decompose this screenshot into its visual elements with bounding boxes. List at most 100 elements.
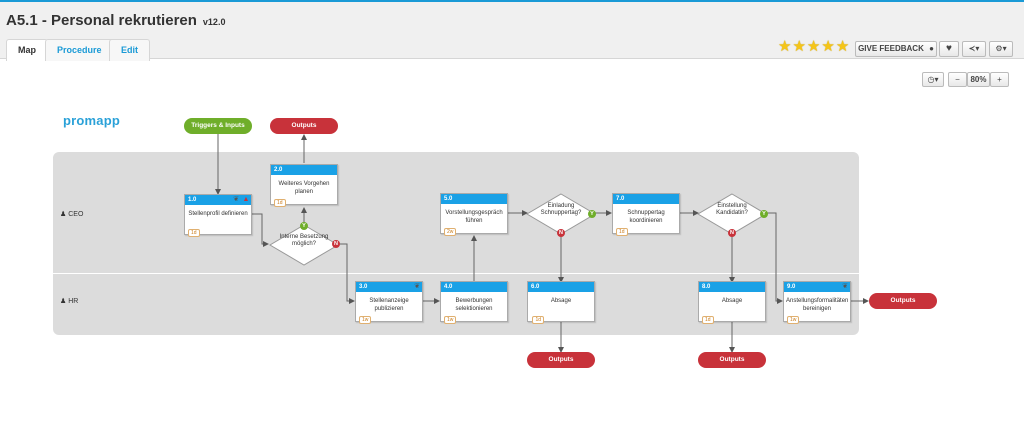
zoom-in-icon: + — [997, 75, 1002, 84]
give-feedback-label: GIVE FEEDBACK — [858, 44, 924, 53]
activity-number: 4.0 — [444, 284, 453, 290]
pill-label: Triggers & Inputs — [191, 122, 245, 129]
activity-text: Vorstellungsgespräch führen — [445, 210, 503, 224]
activity-text: Stellenanzeige publizieren — [369, 298, 409, 312]
page-header: A5.1 - Personal rekrutieren v12.0 Map Pro… — [0, 2, 1024, 61]
activity-text: Bewerbungen selektionieren — [455, 298, 493, 312]
tab-label: Map — [18, 45, 36, 55]
give-feedback-button[interactable]: GIVE FEEDBACK ● — [855, 41, 937, 57]
duration-badge: 1w — [787, 316, 800, 324]
yes-badge: Y — [300, 222, 308, 230]
no-badge: N — [728, 229, 736, 237]
version-badge: v12.0 — [202, 17, 226, 27]
triggers-inputs-pill[interactable]: Triggers & Inputs — [184, 118, 252, 134]
lane-label-ceo: ♟ CEO — [60, 210, 83, 218]
duration-badge: 1d — [188, 229, 200, 237]
process-title: A5.1 - Personal rekrutieren — [6, 12, 197, 29]
activity-text: Absage — [550, 298, 572, 304]
pill-label: Outputs — [890, 297, 916, 304]
duration-badge: 1d — [532, 316, 544, 324]
tab-label: Edit — [121, 45, 138, 55]
decision-1-label: Interne Besetzung möglich? — [279, 234, 329, 247]
activity-number: 6.0 — [531, 284, 540, 290]
settings-button[interactable]: ⚙▾ — [989, 41, 1013, 57]
outputs-pill-top[interactable]: Outputs — [270, 118, 338, 134]
activity-number: 1.0 — [188, 197, 197, 203]
history-button[interactable]: ◷▾ — [922, 72, 944, 87]
activity-text: Stellenprofil definieren — [188, 211, 248, 217]
activity-9[interactable]: 9.0 ❦ Anstellungsformalitäten bereinigen… — [783, 281, 851, 324]
activity-text: Absage — [721, 298, 743, 304]
attachment-icon: ❦ — [233, 196, 239, 203]
activity-number: 2.0 — [274, 167, 283, 173]
process-map-canvas: ◷▾ − 80% + promapp ♟ CEO ♟ HR — [0, 60, 1024, 424]
attachment-icon: ❦ — [842, 283, 848, 290]
activity-text: Weiteres Vorgehen planen — [278, 181, 330, 195]
duration-badge: 2w — [444, 228, 457, 236]
activity-2[interactable]: 2.0 Weiteres Vorgehen planen 1d — [270, 164, 338, 207]
top-accent-line — [0, 0, 1024, 2]
outputs-pill-end[interactable]: Outputs — [869, 293, 937, 309]
zoom-level: 80% — [967, 72, 990, 87]
pill-label: Outputs — [719, 356, 745, 363]
yes-badge: Y — [760, 210, 768, 218]
share-icon: ≺▾ — [968, 44, 980, 53]
zoom-out-button[interactable]: − — [948, 72, 967, 87]
activity-text: Anstellungsformalitäten bereinigen — [786, 298, 849, 312]
duration-badge: 1d — [702, 316, 714, 324]
tab-label: Procedure — [57, 45, 102, 55]
activity-3[interactable]: 3.0 ❦ Stellenanzeige publizieren 1w — [355, 281, 423, 324]
star-icon[interactable]: ★ — [806, 38, 821, 55]
pill-label: Outputs — [291, 122, 317, 129]
tab-map[interactable]: Map — [6, 39, 48, 61]
activity-text: Schnuppertag koordinieren — [627, 210, 665, 224]
favorite-button[interactable]: ♥ — [939, 41, 959, 57]
connector-lines — [215, 134, 869, 353]
star-icon[interactable]: ★ — [821, 38, 835, 55]
activity-8[interactable]: 8.0 Absage 1d — [698, 281, 766, 324]
duration-badge: 1d — [274, 199, 286, 207]
tab-procedure[interactable]: Procedure — [45, 39, 114, 61]
gear-icon: ⚙▾ — [995, 44, 1007, 53]
duration-badge: 1w — [359, 316, 372, 324]
share-button[interactable]: ≺▾ — [962, 41, 986, 57]
activity-1[interactable]: 1.0 ❦ ▲ Stellenprofil definieren 1d — [184, 194, 252, 237]
zoom-level-label: 80% — [970, 75, 987, 84]
star-icon[interactable]: ★ — [778, 38, 792, 55]
yes-badge: Y — [588, 210, 596, 218]
rating-stars[interactable]: ★ ★ ★ ★ ★ — [778, 39, 849, 55]
activity-5[interactable]: 5.0 Vorstellungsgespräch führen 2w — [440, 193, 508, 236]
promapp-logo: promapp — [63, 113, 121, 128]
no-badge: N — [557, 229, 565, 237]
lightbulb-icon: ● — [929, 44, 934, 53]
user-group-icon: ♟ — [60, 211, 67, 218]
outputs-pill-absage-2[interactable]: Outputs — [698, 352, 766, 368]
activity-7[interactable]: 7.0 Schnuppertag koordinieren 1d — [612, 193, 680, 236]
star-icon[interactable]: ★ — [835, 38, 850, 55]
activity-number: 5.0 — [444, 196, 453, 202]
decision-3-label: Einstellung Kandidatin? — [716, 203, 748, 216]
outputs-pill-absage-1[interactable]: Outputs — [527, 352, 595, 368]
activity-number: 3.0 — [359, 284, 368, 290]
duration-badge: 1d — [616, 228, 628, 236]
activity-4[interactable]: 4.0 Bewerbungen selektionieren 1w — [440, 281, 508, 324]
pill-label: Outputs — [548, 356, 574, 363]
activity-number: 7.0 — [616, 196, 625, 202]
activity-number: 8.0 — [702, 284, 711, 290]
lane-name: HR — [68, 298, 79, 305]
page-title: A5.1 - Personal rekrutieren v12.0 — [6, 12, 225, 29]
decision-diamond-1 — [269, 224, 339, 266]
attachment-icon: ❦ — [414, 283, 420, 290]
lane-label-hr: ♟ HR — [60, 297, 78, 305]
activity-number: 9.0 — [787, 284, 796, 290]
zoom-in-button[interactable]: + — [990, 72, 1009, 87]
heart-icon: ♥ — [946, 43, 952, 54]
tab-edit[interactable]: Edit — [109, 39, 150, 61]
clock-icon: ◷▾ — [927, 75, 939, 84]
lane-name: CEO — [68, 211, 84, 218]
zoom-out-icon: − — [955, 75, 960, 84]
decision-2-label: Einladung Schnuppertag? — [540, 203, 582, 216]
activity-6[interactable]: 6.0 Absage 1d — [527, 281, 595, 324]
star-icon[interactable]: ★ — [792, 38, 806, 55]
no-badge: N — [332, 240, 340, 248]
